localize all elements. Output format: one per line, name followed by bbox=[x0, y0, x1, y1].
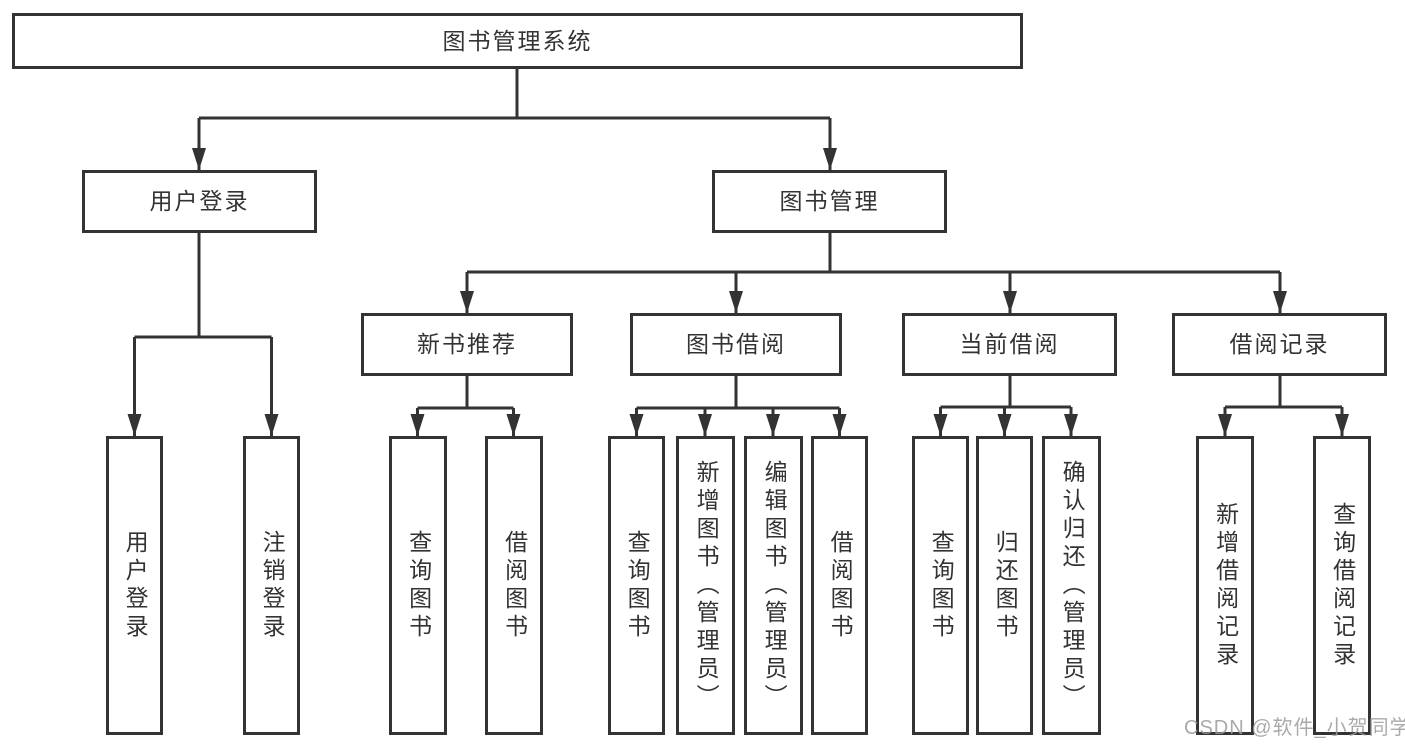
node-user-login-label: 用户登录 bbox=[149, 188, 250, 214]
node-leaf-newrec-borrow-books: 借阅图书 bbox=[485, 436, 543, 735]
leaf-label: 新增借阅记录 bbox=[1212, 501, 1239, 670]
node-root-label: 图书管理系统 bbox=[442, 27, 593, 54]
node-leaf-logout: 注销登录 bbox=[243, 436, 300, 735]
node-leaf-current-return-books: 归还图书 bbox=[976, 436, 1033, 735]
leaf-label: 用户登录 bbox=[122, 529, 149, 642]
node-leaf-current-query-books: 查询图书 bbox=[912, 436, 969, 735]
node-root: 图书管理系统 bbox=[12, 13, 1023, 69]
node-leaf-user-login: 用户登录 bbox=[106, 436, 163, 735]
node-user-login: 用户登录 bbox=[82, 170, 317, 233]
leaf-label: 归还图书 bbox=[992, 529, 1019, 642]
node-leaf-borrow-edit-books-admin: 编辑图书（管理员） bbox=[744, 436, 803, 735]
leaf-label: 查询图书 bbox=[928, 529, 955, 642]
node-new-book-recommend: 新书推荐 bbox=[361, 313, 573, 376]
node-leaf-records-add-record: 新增借阅记录 bbox=[1196, 436, 1254, 735]
node-borrowing-records-label: 借阅记录 bbox=[1229, 331, 1330, 357]
leaf-label: 借阅图书 bbox=[501, 529, 528, 642]
node-leaf-borrow-borrow-books: 借阅图书 bbox=[811, 436, 868, 735]
node-book-management-label: 图书管理 bbox=[779, 188, 880, 214]
node-leaf-current-confirm-return-admin: 确认归还（管理员） bbox=[1042, 436, 1101, 735]
node-book-management: 图书管理 bbox=[712, 170, 947, 233]
node-current-borrowing-label: 当前借阅 bbox=[959, 331, 1060, 357]
node-leaf-newrec-query-books: 查询图书 bbox=[389, 436, 447, 735]
leaf-label: 新增图书（管理员） bbox=[693, 459, 720, 712]
leaf-label: 注销登录 bbox=[259, 529, 286, 642]
watermark-text: CSDN @软件_小贺同学 bbox=[1184, 717, 1405, 739]
leaf-label: 查询借阅记录 bbox=[1329, 501, 1356, 670]
node-borrowing-records: 借阅记录 bbox=[1172, 313, 1387, 376]
node-new-book-recommend-label: 新书推荐 bbox=[417, 331, 517, 357]
leaf-label: 查询图书 bbox=[624, 529, 651, 642]
leaf-label: 借阅图书 bbox=[827, 529, 854, 642]
leaf-label: 编辑图书（管理员） bbox=[761, 459, 788, 712]
node-leaf-records-query-record: 查询借阅记录 bbox=[1313, 436, 1371, 735]
node-book-borrowing: 图书借阅 bbox=[630, 313, 842, 376]
node-current-borrowing: 当前借阅 bbox=[902, 313, 1117, 376]
leaf-label: 查询图书 bbox=[405, 529, 432, 642]
leaf-label: 确认归还（管理员） bbox=[1059, 459, 1086, 712]
node-leaf-borrow-query-books: 查询图书 bbox=[608, 436, 665, 735]
node-book-borrowing-label: 图书借阅 bbox=[686, 331, 786, 357]
node-leaf-borrow-add-books-admin: 新增图书（管理员） bbox=[676, 436, 735, 735]
